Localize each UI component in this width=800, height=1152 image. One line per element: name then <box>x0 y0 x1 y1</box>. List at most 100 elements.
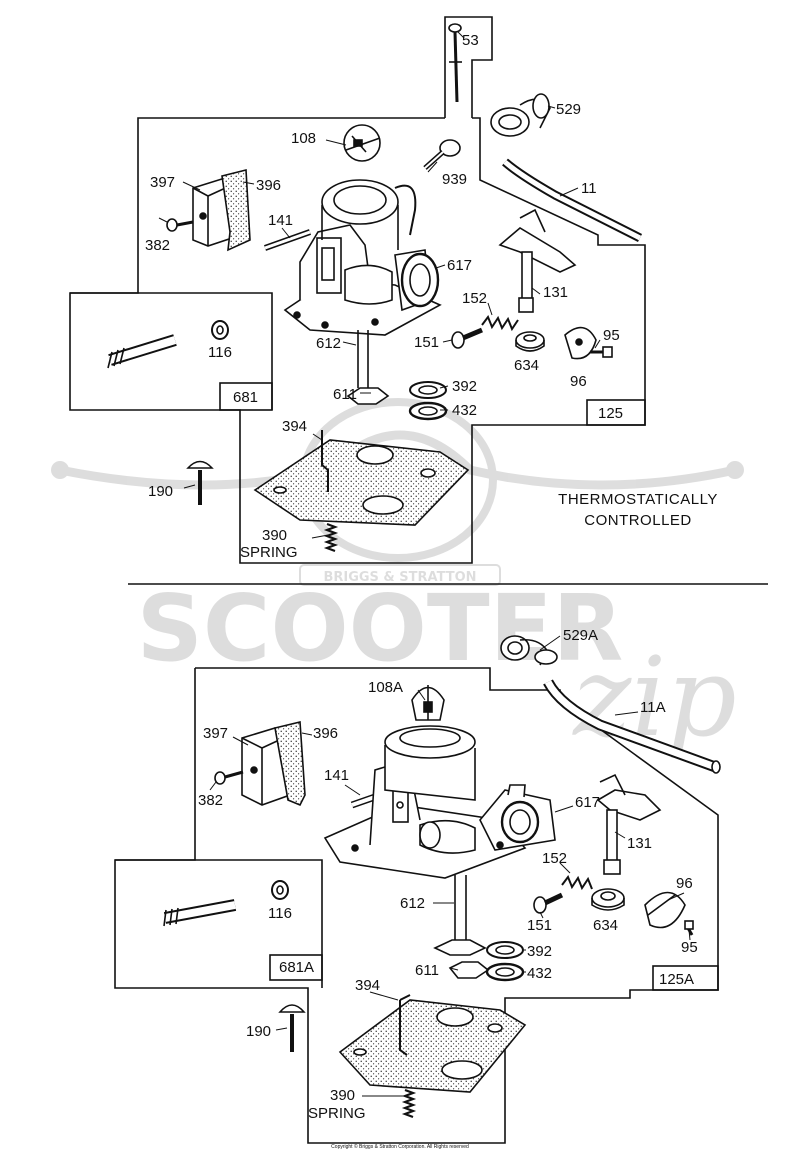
label-96-bottom: 96 <box>676 875 693 892</box>
part-116-washer-bottom-icon <box>271 880 289 900</box>
caption: THERMOSTATICALLY CONTROLLED <box>558 491 718 529</box>
label-spring-bottom: SPRING <box>308 1105 366 1122</box>
part-392-washer-bottom-icon <box>486 941 524 959</box>
label-96: 96 <box>570 373 587 390</box>
part-432-washer-bottom-icon <box>485 962 525 982</box>
part-432-washer-icon <box>408 401 448 421</box>
label-108a: 108A <box>368 679 403 696</box>
bottom-leader-lines <box>209 635 691 1097</box>
part-390-spring-icon <box>323 522 339 553</box>
label-634-bottom: 634 <box>593 917 618 934</box>
part-634-washer-bottom-icon <box>591 888 625 911</box>
label-151-bottom: 151 <box>527 917 552 934</box>
label-390-bottom: 390 <box>330 1087 355 1104</box>
part-116-washer-icon <box>211 320 229 340</box>
label-152: 152 <box>462 290 487 307</box>
label-432: 432 <box>452 402 477 419</box>
label-131-bottom: 131 <box>627 835 652 852</box>
label-11: 11 <box>581 180 597 197</box>
label-141-bottom: 141 <box>324 767 349 784</box>
caption-line-2: CONTROLLED <box>584 512 692 529</box>
part-141-pin-icon <box>263 229 312 251</box>
part-390-spring-bottom-icon <box>401 1088 417 1119</box>
top-part-labels: 53 529 108 939 11 397 396 141 382 617 13… <box>145 32 623 561</box>
label-394-bottom: 394 <box>355 977 380 994</box>
label-396-bottom: 396 <box>313 725 338 742</box>
label-392: 392 <box>452 378 477 395</box>
part-190-screw-bottom-icon <box>278 1004 306 1052</box>
part-634-washer-icon <box>515 331 545 352</box>
part-96-cam-icon <box>564 326 597 360</box>
label-634: 634 <box>514 357 539 374</box>
label-382-bottom: 382 <box>198 792 223 809</box>
label-396: 396 <box>256 177 281 194</box>
label-190: 190 <box>148 483 173 500</box>
carburetor-body-top-icon <box>283 179 442 405</box>
bottom-681a-box <box>269 954 323 981</box>
part-152-spring-bottom-icon <box>561 874 593 891</box>
part-131-lever-bottom-icon <box>596 773 662 875</box>
label-108: 108 <box>291 130 316 147</box>
part-529-elbow-icon <box>490 93 551 137</box>
top-125-box <box>586 399 646 426</box>
part-131-lever-icon <box>498 208 577 313</box>
label-612: 612 <box>316 335 341 352</box>
label-681a: 681A <box>279 959 314 976</box>
label-617-bottom: 617 <box>575 794 600 811</box>
part-190-screw-icon <box>186 460 214 505</box>
top-53-frame <box>444 16 493 118</box>
part-108a-plate-icon <box>411 685 445 721</box>
label-125a: 125A <box>659 971 694 988</box>
top-assembly <box>69 16 646 564</box>
copyright-notice: Copyright © Briggs & Stratton Corporatio… <box>331 1143 469 1150</box>
part-382-screw-bottom-icon <box>214 770 244 785</box>
label-397: 397 <box>150 174 175 191</box>
part-53-bolt-icon <box>448 23 462 103</box>
carburetor-body-bottom-icon <box>323 725 556 979</box>
top-leader-lines <box>158 31 601 539</box>
caption-line-1: THERMOSTATICALLY <box>558 491 718 508</box>
label-125: 125 <box>598 405 623 422</box>
label-611: 611 <box>333 386 357 403</box>
label-116-bottom: 116 <box>268 905 292 922</box>
label-681: 681 <box>233 389 258 406</box>
label-spring-top: SPRING <box>240 544 298 561</box>
part-152-spring-icon <box>481 314 519 332</box>
label-612-bottom: 612 <box>400 895 425 912</box>
label-529a: 529A <box>563 627 598 644</box>
label-394: 394 <box>282 418 307 435</box>
label-11a: 11A <box>640 699 666 716</box>
label-116: 116 <box>208 344 232 361</box>
part-95-screw-icon <box>590 346 613 358</box>
bottom-assembly <box>114 635 721 1144</box>
label-53: 53 <box>462 32 479 49</box>
label-131: 131 <box>543 284 568 301</box>
part-151-screw-bottom-icon <box>533 892 564 914</box>
label-382: 382 <box>145 237 170 254</box>
label-529: 529 <box>556 101 581 118</box>
bottom-part-labels: 529A 108A 11A 397 396 141 382 617 131 15… <box>198 627 698 1122</box>
bottom-681a-frame <box>115 859 323 988</box>
bottom-frame-outline <box>114 667 719 1144</box>
part-392-washer-icon <box>409 381 447 399</box>
label-432-bottom: 432 <box>527 965 552 982</box>
top-681-box <box>219 382 273 411</box>
label-611-bottom: 611 <box>415 962 439 979</box>
part-382-screw-icon <box>166 218 194 232</box>
part-396-gasket-icon <box>221 168 251 252</box>
label-390: 390 <box>262 527 287 544</box>
part-396-gasket-bottom-icon <box>274 721 306 807</box>
part-529a-elbow-icon <box>500 635 558 666</box>
label-617: 617 <box>447 257 472 274</box>
bottom-125a-box <box>652 965 719 991</box>
label-397-bottom: 397 <box>203 725 228 742</box>
label-95-bottom: 95 <box>681 939 698 956</box>
watermark-brand-large: SCOOTER <box>137 575 624 682</box>
part-939-needle-icon <box>423 139 461 170</box>
part-96-cam-bottom-icon <box>644 891 686 929</box>
label-151: 151 <box>414 334 439 351</box>
part-681a-needle-icon <box>163 899 237 927</box>
part-151-screw-icon <box>451 327 483 349</box>
watermark-brand-small: BRIGGS & STRATTON <box>323 570 476 585</box>
